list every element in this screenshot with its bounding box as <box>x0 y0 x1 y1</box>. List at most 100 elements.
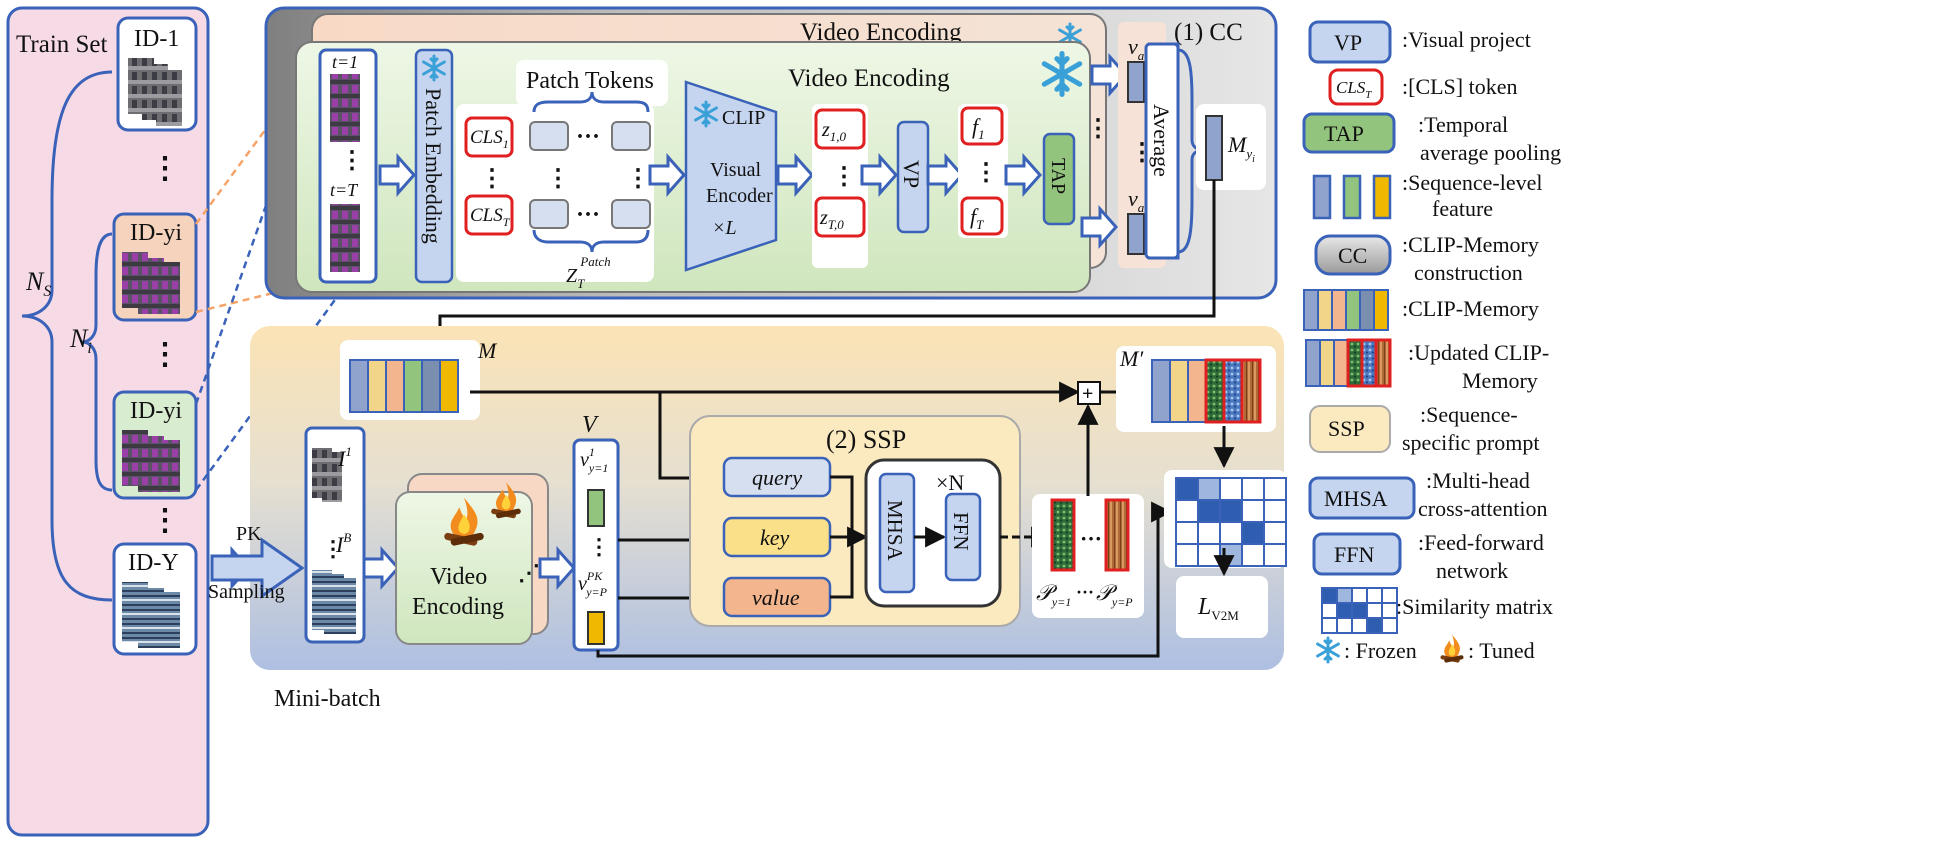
ssp-block: (2) SSP query key value ×N MHSA FFN <box>689 415 1021 627</box>
updated-memory-cell <box>1360 338 1378 388</box>
value-label: value <box>752 585 800 610</box>
patch-tokens-title: Patch Tokens <box>526 68 654 94</box>
va-bottom-label: v <box>1128 186 1138 211</box>
svg-text:f1: f1 <box>972 114 985 142</box>
memory-cell <box>1331 289 1347 331</box>
t1-label: t=1 <box>332 52 358 72</box>
v-to-similarity-line <box>596 501 1173 658</box>
memory-m-prime: M′ <box>1116 346 1276 432</box>
svg-text:z1,0: z1,0 <box>821 119 847 144</box>
memory-cell <box>1317 289 1333 331</box>
similarity-cell <box>1263 477 1287 501</box>
legend-cls-sub: T <box>1365 89 1372 101</box>
xn-label: ×N <box>936 470 964 495</box>
id-dots-1: ⋮ <box>150 152 180 185</box>
prompts-box: ··· 𝒫y=1 ··· 𝒫y=P <box>1032 494 1144 618</box>
svg-text:⋮: ⋮ <box>588 534 610 559</box>
legend-cls-key: CLS <box>1336 78 1366 97</box>
memory-cell <box>1305 339 1321 387</box>
memory-cell <box>439 359 459 413</box>
ni-sub: i <box>87 340 91 357</box>
similarity-cell <box>1366 587 1383 604</box>
similarity-cell <box>1321 587 1338 604</box>
similarity-cell <box>1336 617 1353 634</box>
svg-text:NS: NS <box>25 267 51 300</box>
legend: VP :Visual project CLST :[CLS] token TAP… <box>1302 20 1561 664</box>
similarity-cell <box>1263 543 1287 567</box>
v1-sub: y=1 <box>588 461 608 475</box>
id-label-yi-b: ID-yi <box>130 398 182 424</box>
similarity-cell <box>1321 617 1338 634</box>
legend-mhsa-desc-2: cross-attention <box>1418 496 1548 521</box>
legend-seq-desc-1: :Sequence-level <box>1402 170 1543 195</box>
svg-text:ZTPatch: ZTPatch <box>566 254 611 291</box>
legend-cc-desc-2: construction <box>1414 260 1523 285</box>
legend-tap-desc-2: average pooling <box>1420 140 1561 165</box>
id-dots-3: ⋮ <box>150 504 180 537</box>
similarity-cell <box>1197 543 1221 567</box>
svg-text:···: ··· <box>1080 526 1102 551</box>
fT-label: f <box>970 204 979 229</box>
similarity-cell <box>1175 499 1199 523</box>
similarity-cell <box>1175 477 1199 501</box>
similarity-cell <box>1263 521 1287 545</box>
similarity-cell <box>1336 587 1353 604</box>
zpatch-label: Z <box>566 265 578 287</box>
memory-m: M <box>340 338 498 420</box>
svg-text:Myi: Myi <box>1227 132 1255 165</box>
z-tokens: z1,0 ⋮ zT,0 <box>812 104 868 268</box>
updated-memory-cell <box>1222 358 1244 424</box>
tap-label: TAP <box>1047 158 1069 194</box>
similarity-cell <box>1241 499 1265 523</box>
fT-sub: T <box>976 217 984 232</box>
vpk-sub: y=P <box>585 585 607 599</box>
legend-vp-key: VP <box>1334 30 1362 55</box>
id-card-yi-b: ID-yi <box>112 390 198 500</box>
legend-vp-desc: :Visual project <box>1402 27 1531 52</box>
memory-cell <box>1187 359 1207 423</box>
f1-label: f <box>972 114 981 139</box>
clsT-sub: T <box>503 215 511 229</box>
svg-text:⋮: ⋮ <box>322 536 344 561</box>
f1-sub: 1 <box>978 127 985 142</box>
legend-mhsa-key: MHSA <box>1324 486 1388 511</box>
svg-text:v1y=1: v1y=1 <box>580 445 608 475</box>
similarity-cell <box>1381 602 1398 619</box>
m-yi-box: Myi <box>1196 104 1266 190</box>
ns-sub: S <box>43 283 51 300</box>
legend-mhsa-desc-1: :Multi-head <box>1426 468 1530 493</box>
clsT-label: CLS <box>470 205 503 226</box>
similarity-cell <box>1381 587 1398 604</box>
tT-label: t=T <box>330 180 359 200</box>
id-dots-2: ⋮ <box>150 338 180 371</box>
memory-cell <box>367 359 387 413</box>
similarity-cell <box>1336 602 1353 619</box>
updated-memory-cell <box>1374 338 1392 388</box>
updated-memory-cell <box>1240 358 1262 424</box>
legend-ssp-desc-2: specific prompt <box>1402 430 1539 455</box>
va-top-label: v <box>1128 34 1138 59</box>
legend-seq-desc-2: feature <box>1432 196 1493 221</box>
svg-text:⋮: ⋮ <box>340 148 364 174</box>
similarity-cell <box>1351 617 1368 634</box>
svg-text:⋮: ⋮ <box>1086 116 1110 142</box>
va-top-sub: a <box>1138 48 1145 63</box>
legend-ffn-desc-1: :Feed-forward <box>1418 530 1544 555</box>
legend-tuned: : Tuned <box>1468 638 1535 663</box>
legend-tap-key: TAP <box>1324 121 1364 146</box>
memory-cell <box>1151 359 1171 423</box>
vp-block: VP <box>896 120 930 234</box>
m-label: M <box>477 338 498 363</box>
id-label-Y: ID-Y <box>128 550 179 576</box>
svg-text:⋮: ⋮ <box>832 164 856 190</box>
svg-text:···: ··· <box>1076 582 1094 602</box>
memory-cell <box>1169 359 1189 423</box>
v1-label: v <box>580 449 589 471</box>
ffn-label: FFN <box>949 512 973 551</box>
legend-snowflake-icon <box>1316 636 1340 664</box>
i1-label: I <box>337 446 347 471</box>
clip-line-4: ×L <box>712 217 737 239</box>
svg-text:⋮: ⋮ <box>626 166 650 192</box>
ssp-label: (2) SSP <box>826 425 906 454</box>
memory-cell <box>1303 289 1319 331</box>
